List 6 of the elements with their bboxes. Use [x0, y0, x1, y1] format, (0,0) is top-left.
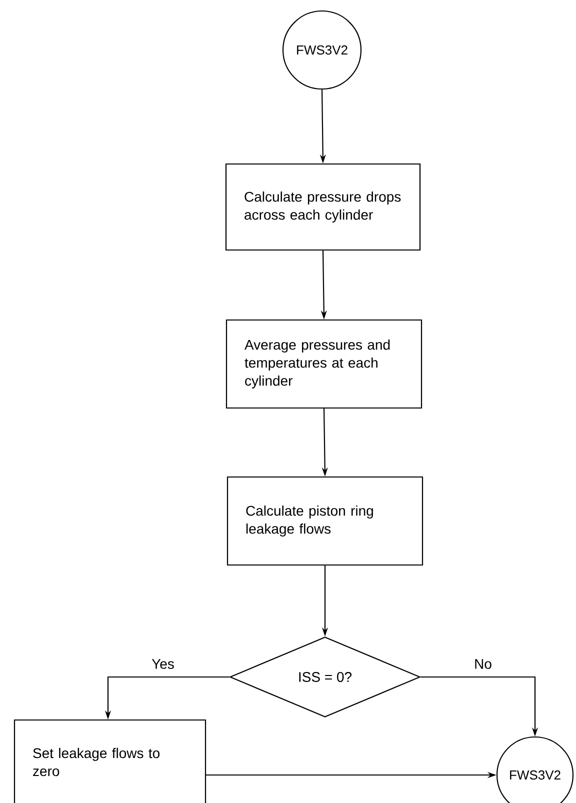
process-box: Calculate pressure drops across each cylinder	[225, 163, 421, 251]
process-box: Calculate piston ring leakage flows	[226, 476, 424, 566]
edge-label: Yes	[150, 658, 176, 670]
process-box: Average pressures and temperatures at each cylinder	[226, 319, 422, 409]
process-box: Set leakage flows to zero	[14, 719, 206, 803]
edge-label: No	[473, 658, 493, 670]
